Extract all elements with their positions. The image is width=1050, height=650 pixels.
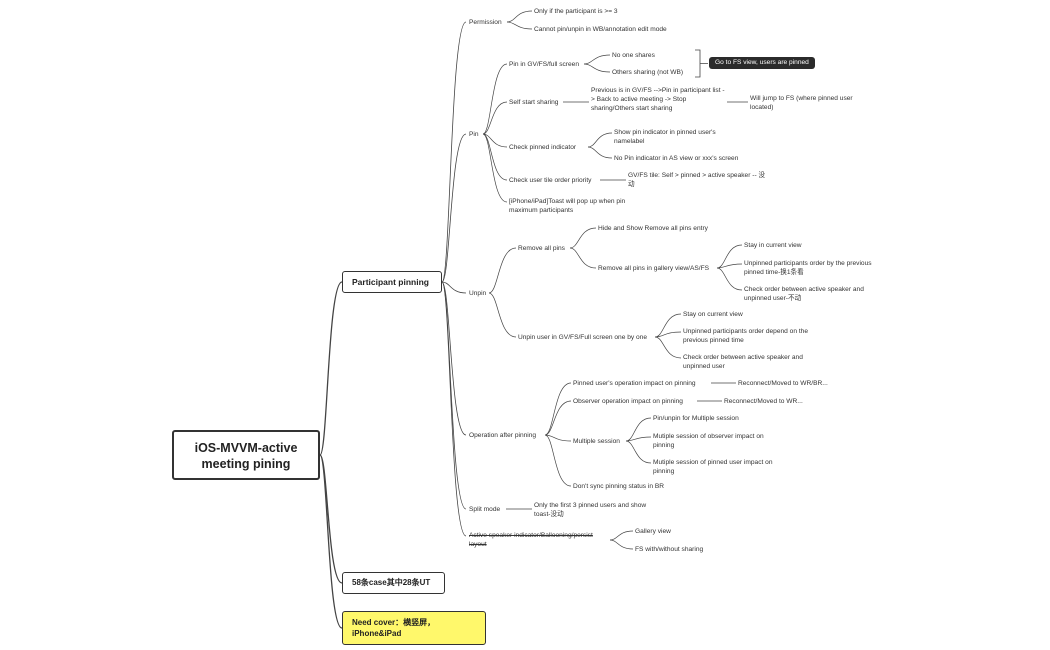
unpin-one-by-one-topic[interactable]: Unpin user in GV/FS/Full screen one by o… [518,334,648,341]
connector [625,436,652,442]
pin-topic[interactable]: Pin [469,131,479,138]
remove-all-gallery[interactable]: Remove all pins in gallery view/AS/FS [598,265,710,272]
connector [587,132,613,148]
connector [569,247,597,269]
connector [609,530,634,541]
self-start-sharing-topic[interactable]: Self start sharing [509,99,559,106]
connector [625,440,652,464]
unpin-one-by-one-item[interactable]: Unpinned participants order depend on th… [683,328,809,344]
remove-all-pins-topic[interactable]: Remove all pins [518,245,565,252]
callout-bracket [695,49,708,78]
pinned-indicator-item[interactable]: Show pin indicator in pinned user's name… [614,129,716,145]
active-speaker-item[interactable]: FS with/without sharing [635,546,704,553]
connector [441,281,467,436]
connector [654,336,682,359]
connector [488,292,517,338]
observer-operation[interactable]: Observer operation impact on pinning [573,398,683,405]
connector [506,21,533,30]
connector [441,133,467,283]
connector [482,63,508,135]
split-mode-topic[interactable]: Split mode [469,506,501,513]
connector [482,101,508,135]
connector [609,539,634,550]
connector [716,263,743,269]
permission-topic[interactable]: Permission [469,19,502,26]
multiple-session-item[interactable]: Pin/unpin for Multiple session [653,415,739,422]
unpin-one-by-one-item[interactable]: Stay on current view [683,311,743,318]
connector [488,247,517,294]
remove-all-gallery-item[interactable]: Check order between active speaker and u… [744,286,864,302]
connector [482,133,508,148]
connector [654,313,682,338]
operation-topic[interactable]: Operation after pinning [469,432,537,439]
connector [544,434,572,487]
root-branch-link [319,281,343,456]
permission-item[interactable]: Cannot pin/unpin in WB/annotation edit m… [534,26,667,33]
connector [583,63,611,73]
connector [441,21,467,283]
connector [654,331,682,338]
pinned-indicator-item[interactable]: No Pin indicator in AS view or xxx's scr… [614,155,739,162]
connector [544,400,572,436]
root-label: iOS-MVVM-active meeting pining [194,441,298,471]
connector [441,281,467,537]
participant-pinning-node[interactable]: Participant pinning [342,271,442,293]
observer-operation-result[interactable]: Reconnect/Moved to WR... [724,398,803,405]
connector [716,267,743,291]
participant-pinning-label: Participant pinning [352,277,429,287]
permission-item[interactable]: Only if the participant is >= 3 [534,8,618,15]
active-speaker-item[interactable]: Gallery view [635,528,671,535]
remove-all-gallery-item[interactable]: Unpinned participants order by the previ… [744,260,872,276]
pinned-indicator-topic[interactable]: Check pinned indicator [509,144,577,151]
connector [544,434,572,442]
connector [506,10,533,23]
pin-gv-fs-item[interactable]: Others sharing (not WB) [612,69,684,76]
unpin-topic[interactable]: Unpin [469,290,487,297]
multiple-session-item[interactable]: Mutiple session of observer impact on pi… [653,433,764,449]
pin-gv-fs-callout[interactable]: Go to FS view, users are pinned [709,57,815,69]
unpin-one-by-one-item[interactable]: Check order between active speaker and u… [683,354,803,370]
need-cover-label: Need cover：横竖屏，iPhone&iPad [352,618,436,638]
self-start-previous[interactable]: Previous is in GV/FS -->Pin in participa… [591,87,725,112]
multiple-session-topic[interactable]: Multiple session [573,438,620,445]
connector [544,382,572,436]
pin-gv-fs-topic[interactable]: Pin in GV/FS/full screen [509,61,579,68]
self-start-result[interactable]: Will jump to FS (where pinned user locat… [750,95,853,111]
connector [625,417,652,442]
root-node[interactable]: iOS-MVVM-active meeting pining [172,430,320,480]
root-branch-link [319,454,343,629]
case-count-node[interactable]: 58条case其中28条UT [342,572,445,594]
pin-toast-topic[interactable]: [iPhone/iPad]Toast will pop up when pin … [509,198,626,214]
connector [482,133,508,181]
connector [587,146,613,159]
connector [569,227,597,249]
tile-order-topic[interactable]: Check user tile order priority [509,177,592,184]
remove-all-gallery-item[interactable]: Stay in current view [744,242,802,249]
multiple-session-item[interactable]: Mutiple session of pinned user impact on… [653,459,773,475]
connector [716,244,743,269]
connector [441,281,467,294]
need-cover-node[interactable]: Need cover：横竖屏，iPhone&iPad [342,611,486,645]
tile-order-value[interactable]: GV/FS tile: Self > pinned > active speak… [628,172,766,188]
connector [583,54,611,65]
case-count-label: 58条case其中28条UT [352,578,431,587]
active-speaker-topic[interactable]: Active speaker indicator/Ballooning/pers… [469,532,593,548]
remove-all-hide-show[interactable]: Hide and Show Remove all pins entry [598,225,708,232]
connector [441,281,467,510]
pin-gv-fs-item[interactable]: No one shares [612,52,655,59]
no-sync-topic[interactable]: Don't sync pinning status in BR [573,483,665,490]
pinned-user-operation[interactable]: Pinned user's operation impact on pinnin… [573,380,696,387]
pinned-user-operation-result[interactable]: Reconnect/Moved to WR/BR... [738,380,828,387]
split-mode-value[interactable]: Only the first 3 pinned users and show t… [534,502,647,518]
connector [482,133,508,203]
